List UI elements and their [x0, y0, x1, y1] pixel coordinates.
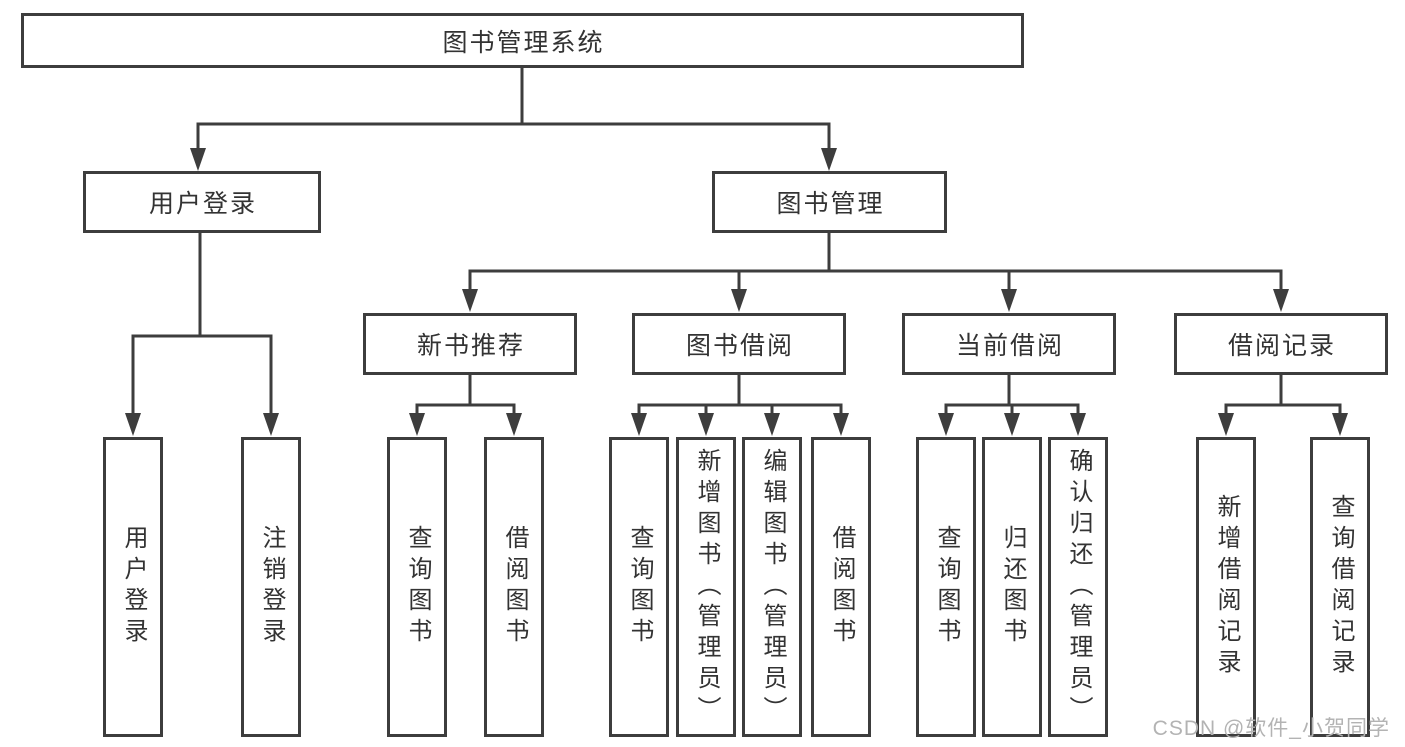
connector-user-login-children: [125, 233, 279, 436]
node-root: 图书管理系统: [21, 13, 1024, 68]
node-label: 用户登录: [148, 190, 257, 218]
node-label: 借阅图书: [501, 525, 528, 649]
leaf-logout: 注销登录: [241, 437, 301, 737]
node-label: 图书管理: [776, 190, 885, 218]
node-label: 查询图书: [626, 525, 653, 649]
leaf-cb-query-book: 查询图书: [916, 437, 976, 737]
connector-new-book-rec-children: [409, 375, 522, 436]
leaf-rec-borrow-book: 借阅图书: [484, 437, 544, 737]
node-label: 借阅图书: [828, 525, 855, 649]
node-label: 用户登录: [120, 525, 147, 649]
connector-book-mgmt-children: [462, 233, 1289, 312]
leaf-cb-return-book: 归还图书: [982, 437, 1042, 737]
leaf-bb-edit-book-admin: 编辑图书（管理员）: [742, 437, 802, 737]
leaf-br-query-record: 查询借阅记录: [1310, 437, 1370, 737]
leaf-rec-query-book: 查询图书: [387, 437, 447, 737]
node-label: 新书推荐: [416, 332, 525, 360]
node-label: 注销登录: [258, 525, 285, 649]
leaf-cb-confirm-return-admin: 确认归还（管理员）: [1048, 437, 1108, 737]
node-label: 新增借阅记录: [1213, 494, 1240, 680]
node-borrow-record: 借阅记录: [1174, 313, 1388, 375]
node-label: 图书借阅: [685, 332, 794, 360]
node-book-borrow: 图书借阅: [632, 313, 846, 375]
connector-book-borrow-children: [631, 375, 849, 436]
node-label: 新增图书（管理员）: [693, 447, 720, 727]
node-book-mgmt: 图书管理: [712, 171, 947, 233]
node-label: 编辑图书（管理员）: [759, 447, 786, 727]
leaf-bb-borrow-book: 借阅图书: [811, 437, 871, 737]
node-user-login: 用户登录: [83, 171, 321, 233]
leaf-br-add-record: 新增借阅记录: [1196, 437, 1256, 737]
leaf-bb-add-book-admin: 新增图书（管理员）: [676, 437, 736, 737]
watermark: CSDN @软件_小贺同学: [1152, 717, 1390, 740]
node-label: 查询图书: [404, 525, 431, 649]
node-new-book-recommend: 新书推荐: [363, 313, 577, 375]
leaf-user-login: 用户登录: [103, 437, 163, 737]
node-label: 归还图书: [999, 525, 1026, 649]
node-label: 确认归还（管理员）: [1065, 447, 1092, 727]
node-label: 图书管理系统: [442, 28, 605, 57]
node-label: 查询借阅记录: [1327, 494, 1354, 680]
connector-current-borrow-children: [938, 375, 1086, 436]
node-label: 借阅记录: [1227, 332, 1336, 360]
node-label: 当前借阅: [955, 332, 1064, 360]
node-current-borrow: 当前借阅: [902, 313, 1116, 375]
connector-borrow-record-children: [1218, 375, 1348, 436]
connector-root-to-level2: [190, 68, 837, 171]
node-label: 查询图书: [933, 525, 960, 649]
leaf-bb-query-book: 查询图书: [609, 437, 669, 737]
